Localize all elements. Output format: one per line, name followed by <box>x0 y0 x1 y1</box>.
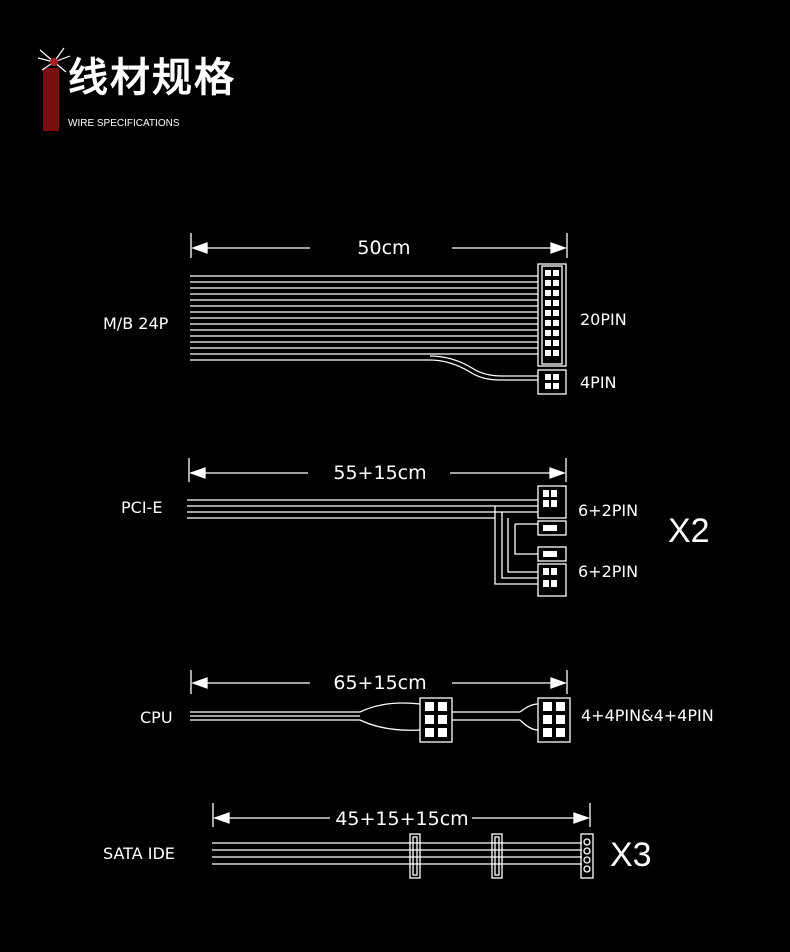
pcie-connector-1 <box>537 485 567 536</box>
molex-connector <box>580 833 594 879</box>
mb24p-cable-label: M/B 24P <box>103 314 169 333</box>
page-title: 线材规格 <box>68 55 236 101</box>
page-subtitle: WIRE SPECIFICATIONS <box>68 118 180 129</box>
sata-connector-1 <box>409 833 421 879</box>
pcie-length-label: 55+15cm <box>333 462 427 484</box>
sata-length-label: 45+15+15cm <box>335 808 469 830</box>
cpu-connector-label: 4+4PIN&4+4PIN <box>581 706 714 725</box>
mb24p-connector-20pin-label: 20PIN <box>580 310 627 329</box>
pcie-connector-label-2: 6+2PIN <box>578 562 639 581</box>
pcie-cable-label: PCI-E <box>121 498 163 517</box>
pcie-connector-label-1: 6+2PIN <box>578 501 639 520</box>
mb24p-20pin-connector <box>537 263 567 367</box>
sata-wires <box>212 842 582 865</box>
cpu-wires <box>190 702 539 731</box>
sata-connector-2 <box>491 833 503 879</box>
mb24p-length-label: 50cm <box>357 237 411 259</box>
sata-multiplier: X3 <box>610 836 652 874</box>
spider-logo-icon <box>37 47 71 73</box>
mb24p-dimension-line <box>190 233 568 258</box>
pcie-dimension-line <box>188 458 567 482</box>
mb24p-connector-4pin-label: 4PIN <box>580 373 617 392</box>
pcie-connector-2 <box>537 546 567 597</box>
sata-cable-label: SATA IDE <box>103 844 175 863</box>
sata-dimension-line <box>212 803 591 827</box>
pcie-multiplier: X2 <box>668 512 710 550</box>
cpu-connector-2 <box>537 697 571 743</box>
cpu-dimension-line <box>190 670 568 694</box>
header-accent-bar <box>43 68 59 131</box>
cpu-length-label: 65+15cm <box>333 672 427 694</box>
mb24p-wires <box>190 275 538 381</box>
cpu-cable-label: CPU <box>140 708 173 727</box>
cpu-connector-1 <box>419 697 453 743</box>
mb24p-4pin-connector <box>537 369 567 395</box>
pcie-wires <box>187 499 538 585</box>
